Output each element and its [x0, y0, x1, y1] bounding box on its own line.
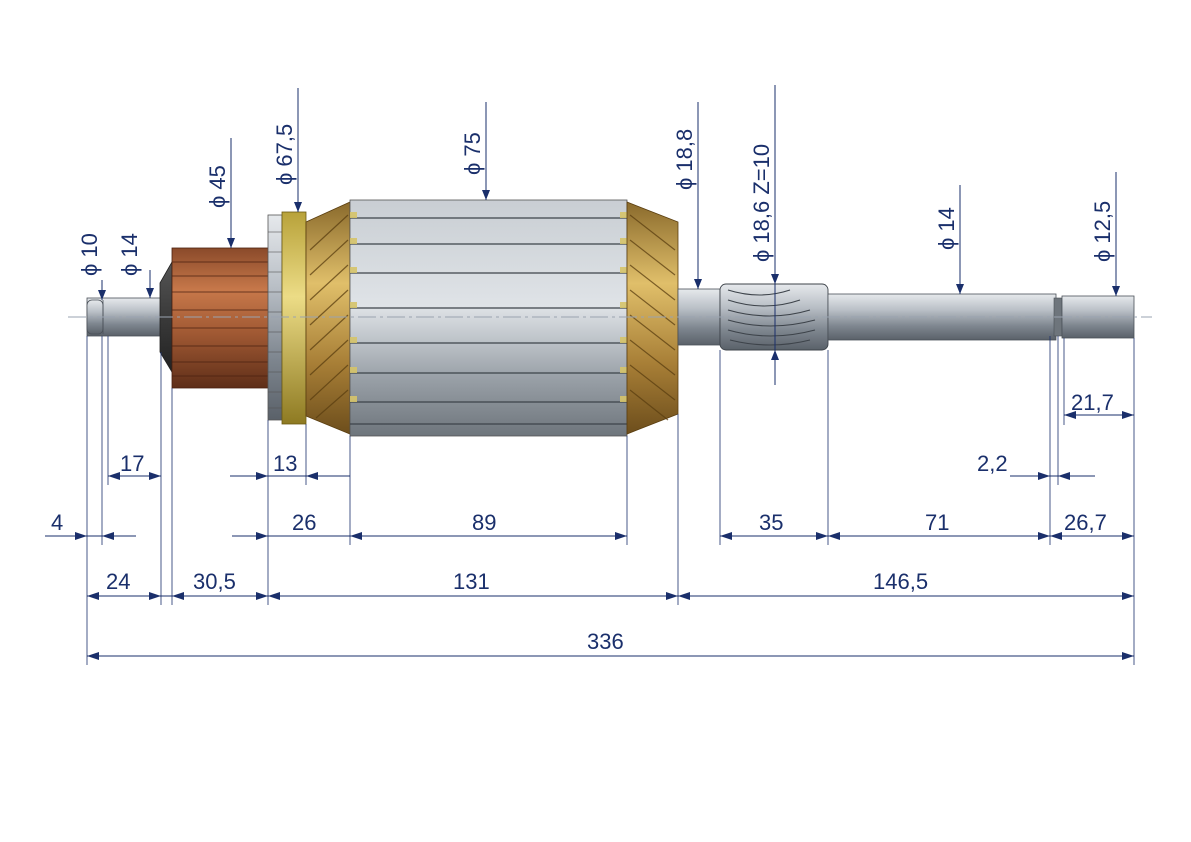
dia-label-10: ϕ 10	[77, 233, 102, 276]
len-label-13: 13	[273, 451, 297, 476]
dia-label-75: ϕ 75	[460, 132, 485, 175]
pinion-teeth	[727, 289, 816, 346]
armature-body	[86, 199, 1135, 437]
len-label-17: 17	[120, 451, 144, 476]
len-label-131: 131	[453, 569, 490, 594]
extension-lines	[86, 336, 1135, 665]
dia-label-67-5: ϕ 67,5	[272, 124, 297, 185]
slot-wedges	[350, 212, 627, 402]
len-label-21-7: 21,7	[1071, 390, 1114, 415]
armature-core	[349, 199, 628, 437]
left-winding-stripes	[309, 214, 349, 419]
dia-label-18-6: ϕ 18,6 Z=10	[749, 144, 774, 262]
left-winding-overhang	[305, 201, 351, 435]
len-label-336: 336	[587, 629, 624, 654]
len-label-30-5: 30,5	[193, 569, 236, 594]
len-label-2-2: 2,2	[977, 451, 1008, 476]
dia-label-12-5: ϕ 12,5	[1090, 201, 1115, 262]
len-label-26: 26	[292, 510, 316, 535]
len-label-71: 71	[925, 510, 949, 535]
len-label-24: 24	[106, 569, 130, 594]
len-label-26-7: 26,7	[1064, 510, 1107, 535]
commutator-bars	[172, 261, 270, 377]
dia-label-45: ϕ 45	[205, 165, 230, 208]
dia-label-14-right: ϕ 14	[934, 207, 959, 250]
dimension-lines	[45, 411, 1134, 660]
insulation-ring	[281, 211, 307, 425]
dia-label-18-8: ϕ 18,8	[672, 129, 697, 190]
len-label-146-5: 146,5	[873, 569, 928, 594]
diameter-leaders	[98, 85, 1120, 385]
core-slots	[350, 217, 627, 425]
commutator	[171, 247, 271, 389]
right-winding-stripes	[629, 214, 676, 421]
len-label-4: 4	[51, 510, 63, 535]
len-label-35: 35	[759, 510, 783, 535]
len-label-89: 89	[472, 510, 496, 535]
dia-label-14-left: ϕ 14	[117, 233, 142, 276]
